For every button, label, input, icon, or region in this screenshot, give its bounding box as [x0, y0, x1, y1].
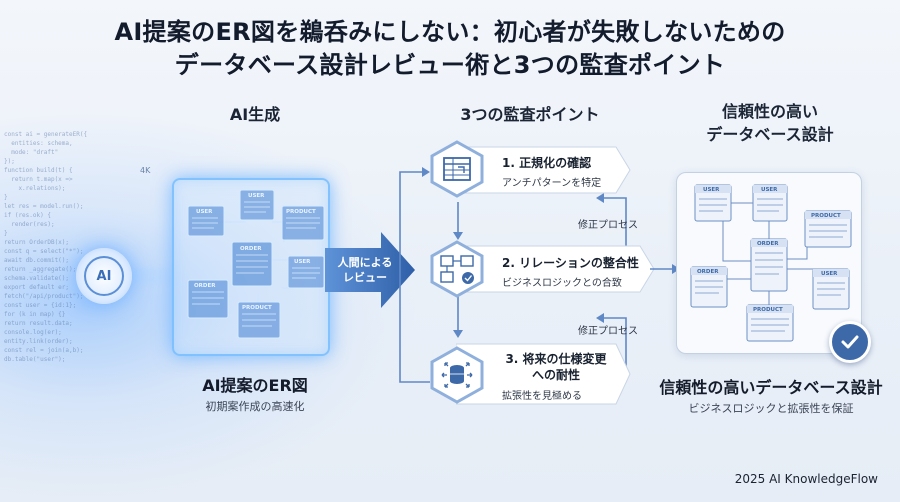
ai-entity-user-2: USER: [248, 193, 265, 199]
ai-entity-product-2: PRODUCT: [242, 305, 272, 311]
audit-3-title-line-1: 3. 将来の仕様変更: [505, 352, 607, 366]
reliable-entity-user-2: USER: [761, 187, 778, 193]
ai-brain-icon: AI: [76, 248, 132, 304]
arrow-label: 人間による レビュー: [333, 255, 397, 285]
ai-er-diagram-panel: USER USER PRODUCT ORDER: [172, 178, 330, 356]
check-icon: [829, 321, 871, 363]
ai-entity-order-1: ORDER: [240, 246, 262, 252]
reliable-entity-product-1: PRODUCT: [811, 213, 841, 219]
audit-3-sub: 拡張性を見極める: [502, 391, 582, 402]
reliable-entity-product-2: PRODUCT: [753, 307, 783, 313]
audit-flow-lines: [399, 167, 627, 383]
audit-3-title: 3. 将来の仕様変更 への耐性: [504, 351, 608, 383]
audit-2-sub: ビジネスロジックとの合致: [502, 278, 622, 289]
process-label-2: 修正プロセス: [578, 326, 638, 337]
audit-card-2: [456, 245, 655, 293]
tag-4k: 4K: [140, 166, 151, 175]
arrow-label-line-1: 人間による: [337, 256, 393, 269]
reliable-er-diagram: USER USER PRODUCT ORDER: [690, 184, 852, 342]
relation-check-icon: [428, 240, 486, 298]
audit-card-1: [456, 146, 631, 194]
database-expand-icon: [428, 346, 486, 404]
ai-er-subcaption: 初期案作成の高速化: [205, 400, 305, 413]
reliable-entity-order-1: ORDER: [757, 241, 779, 247]
right-label-line-1: 信頼性の高い: [721, 102, 818, 121]
title-line-2: データベース設計レビュー術と3つの監査ポイント: [174, 51, 726, 79]
reliable-subcaption: ビジネスロジックと拡張性を保証: [688, 402, 854, 415]
process-label-1: 修正プロセス: [578, 220, 638, 231]
ai-er-diagram: USER USER PRODUCT ORDER: [187, 189, 325, 339]
ai-entity-product-1: PRODUCT: [286, 209, 316, 215]
title-line-1: AI提案のER図を鵜呑みにしない：初心者が失敗しないための: [114, 18, 786, 46]
decorative-code-lines: const ai = generateER({ entities: schema…: [4, 131, 88, 363]
footer-credit: 2025 AI KnowledgeFlow: [734, 472, 878, 486]
reliable-entity-order-2: ORDER: [697, 269, 719, 275]
reliable-entity-user-1: USER: [703, 187, 720, 193]
ai-beam: [120, 268, 180, 284]
middle-section-label: 3つの監査ポイント: [460, 105, 600, 124]
left-section-label: AI生成: [229, 105, 281, 124]
reliable-entity-user-3: USER: [821, 271, 838, 277]
right-label-line-2: データベース設計: [706, 125, 834, 144]
right-section-label: 信頼性の高い データベース設計: [680, 100, 860, 146]
reliable-caption: 信頼性の高いデータベース設計: [659, 378, 883, 397]
ai-badge: AI: [84, 256, 124, 296]
human-review-arrow-icon: [325, 232, 415, 308]
audit-1-title: 1. 正規化の確認: [502, 156, 592, 170]
audit-3-title-line-2: への耐性: [531, 368, 580, 382]
audit-card-3: [456, 343, 631, 405]
audit-2-title: 2. リレーションの整合性: [502, 256, 639, 270]
audit-1-sub: アンチパターンを特定: [502, 178, 602, 189]
table-normalize-icon: [428, 140, 486, 198]
arrow-label-line-2: レビュー: [343, 271, 387, 284]
ai-er-caption: AI提案のER図: [202, 376, 308, 395]
reliable-er-diagram-panel: USER USER PRODUCT ORDER: [676, 172, 862, 354]
ai-entity-order-2: ORDER: [194, 283, 216, 289]
page-title: AI提案のER図を鵜呑みにしない：初心者が失敗しないための データベース設計レビ…: [0, 16, 900, 82]
ai-entity-user-3: USER: [294, 259, 311, 265]
ai-entity-user-1: USER: [196, 209, 213, 215]
